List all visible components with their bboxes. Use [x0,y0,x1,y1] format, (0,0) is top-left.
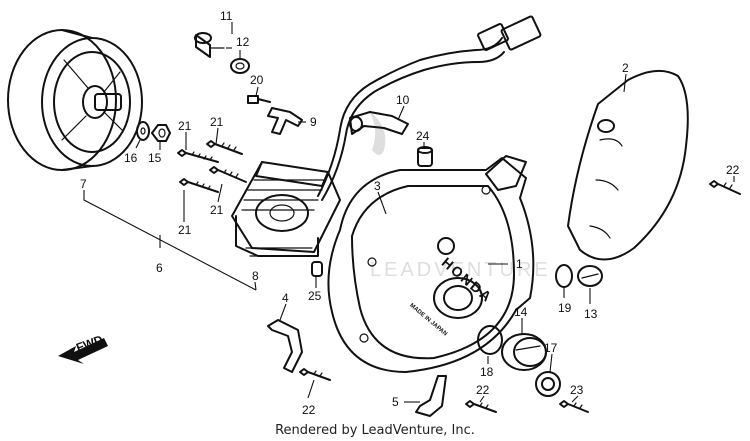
callout-numbers: 1 2 3 4 5 6 7 8 9 10 11 12 13 14 15 16 1… [80,9,740,417]
callout-24: 24 [416,129,430,143]
dowel-part [311,261,323,277]
callout-3: 3 [374,179,381,193]
hose-clamp-5-part [415,375,447,417]
washer-part [136,121,150,141]
render-credit: Rendered by LeadVenture, Inc. [275,423,475,438]
callout-15: 15 [148,151,162,165]
callout-9: 9 [310,115,317,129]
grommet-part [230,58,250,74]
flywheel-part [7,29,143,171]
watermark-flame-icon [368,110,386,155]
collar-part [417,146,433,167]
callout-19: 19 [558,301,572,315]
hose-clamp-4-part [267,319,303,373]
callout-8: 8 [252,269,259,283]
callout-18: 18 [480,365,494,379]
small-bolt-part [247,95,271,104]
callout-1: 1 [516,257,523,271]
watermark: LEADVENTURE [368,110,548,281]
callout-4: 4 [282,291,289,305]
callout-14: 14 [514,305,528,319]
callout-2: 2 [622,61,629,75]
cap-plug-part [577,265,603,287]
callout-12: 12 [236,35,250,49]
callout-25: 25 [308,289,322,303]
callout-6: 6 [156,261,163,275]
callout-17: 17 [544,341,558,355]
wire-clamp-part [349,111,409,135]
oring-part [477,325,503,355]
callout-23: 23 [570,383,584,397]
forward-arrow-icon: FWD [58,332,108,364]
plug-part [194,32,225,58]
callout-20: 20 [250,73,264,87]
wire-harness-part [317,15,542,201]
bolts-21 [177,140,247,193]
callout-22-b: 22 [476,383,490,397]
outer-cover-part [567,69,689,261]
callout-21-a: 21 [178,119,192,133]
callout-21-b: 21 [210,115,224,129]
oring-small-part [555,264,573,288]
timing-cap-part [501,333,547,371]
nut-part [151,124,171,142]
bracket-part [267,107,303,135]
callout-21-d: 21 [178,223,192,237]
callout-13: 13 [584,307,598,321]
callout-5: 5 [392,395,399,409]
origin-mark-text: MADE IN JAPAN [408,303,448,338]
callout-11: 11 [220,9,233,23]
callout-22-a: 22 [302,403,316,417]
callout-10: 10 [396,93,410,107]
stator-part [231,161,341,257]
callout-22-c: 22 [726,163,740,177]
bearing-part [535,371,561,397]
bolts-22-23 [299,180,741,413]
callout-16: 16 [124,151,138,165]
callout-7: 7 [80,177,87,191]
callout-21-c: 21 [210,203,224,217]
leader-lines [83,22,735,403]
